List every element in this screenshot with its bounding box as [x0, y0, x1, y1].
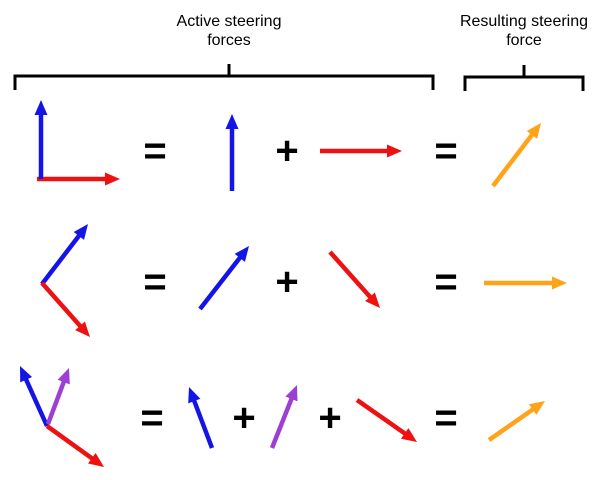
row1-combined-blue-up-arrow-head — [34, 100, 48, 115]
row3-term-red-downright-arrow-shaft — [355, 398, 411, 439]
row1-result-orange-arrow-shaft — [491, 129, 537, 188]
row2-term-red-downright-arrow-head — [365, 292, 380, 308]
plus-sign: + — [275, 260, 298, 304]
equals-sign: = — [434, 129, 457, 173]
row3-result-orange-upright-arrow-head — [528, 401, 545, 415]
active-forces-label: Active steering forces — [149, 12, 309, 50]
row1-term-blue-up-arrow-head — [225, 114, 239, 129]
row3-term-blue-upleft-arrow-shaft — [190, 395, 215, 449]
row3-combined-red-downright-arrow-head — [88, 452, 104, 467]
row2-result-orange-right-arrow-head — [552, 276, 567, 290]
plus-sign: + — [318, 396, 341, 440]
row3-term-purple-upright-arrow-shaft — [269, 393, 296, 449]
row3-combined-blue-upleft-arrow-shaft — [21, 373, 50, 427]
row3-combined-purple-upright-arrow-shaft — [45, 376, 68, 425]
active-forces-bracket — [13, 64, 435, 90]
equals-sign: = — [434, 260, 457, 304]
equals-sign: = — [140, 396, 163, 440]
row3-term-red-downright-arrow-head — [400, 428, 417, 442]
row3-result-orange-upright-arrow-shaft — [487, 404, 539, 442]
active-forces-label-line2: forces — [207, 32, 251, 49]
row2-combined-red-downright-arrow-shaft — [40, 281, 86, 332]
row3-combined-blue-upleft-arrow-head — [20, 366, 33, 383]
plus-sign: + — [232, 396, 255, 440]
row1-result-orange-arrow-head — [526, 123, 541, 139]
equals-sign: = — [143, 260, 166, 304]
row3-combined-purple-upright-arrow-head — [57, 368, 70, 385]
plus-sign: + — [275, 129, 298, 173]
row2-combined-red-downright-arrow-head — [75, 321, 90, 337]
row2-term-red-downright-arrow-shaft — [328, 250, 376, 303]
row2-combined-blue-upright-arrow-head — [73, 224, 88, 240]
resulting-force-label-line2: force — [506, 32, 542, 49]
row1-combined-red-right-arrow-head — [105, 172, 120, 186]
row2-combined-blue-upright-arrow-shaft — [40, 230, 84, 286]
row1-term-red-right-arrow-head — [387, 144, 402, 158]
equals-sign: = — [143, 129, 166, 173]
row3-combined-red-downright-arrow-shaft — [45, 424, 98, 464]
active-forces-label-line1: Active steering — [176, 13, 282, 30]
row3-term-purple-upright-arrow-head — [285, 385, 298, 402]
row2-term-blue-upright-arrow-shaft — [198, 252, 245, 311]
row2-term-blue-upright-arrow-head — [234, 246, 249, 262]
resulting-force-label-line1: Resulting steering — [459, 13, 589, 30]
resulting-force-bracket — [463, 65, 585, 91]
row3-term-blue-upleft-arrow-head — [188, 387, 201, 404]
equals-sign: = — [434, 396, 457, 440]
resulting-force-label: Resulting steering force — [444, 12, 600, 50]
